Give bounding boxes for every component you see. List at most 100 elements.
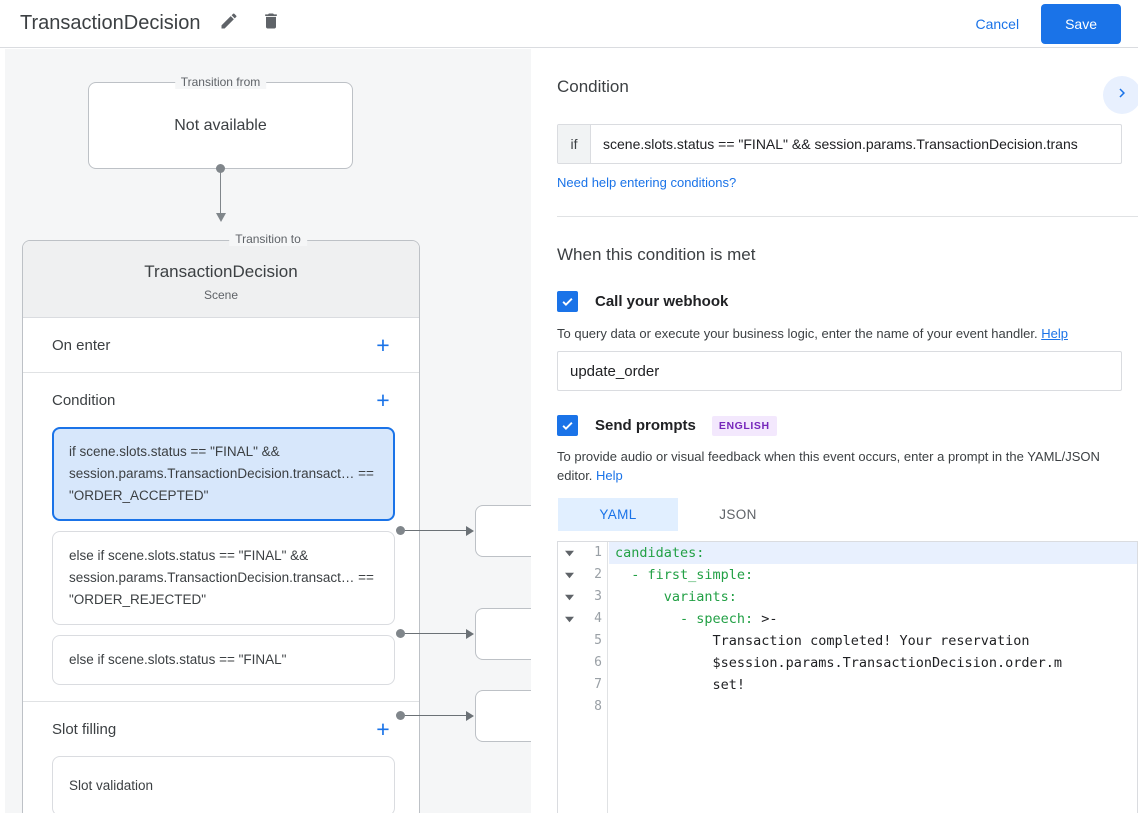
add-on-enter-button[interactable]: + xyxy=(376,331,390,358)
branch-line-1 xyxy=(405,530,467,531)
fold-arrow-icon[interactable] xyxy=(558,564,580,586)
language-badge: ENGLISH xyxy=(711,415,777,436)
code-line xyxy=(609,696,1137,718)
code-token-plain: Transaction completed! Your reservation xyxy=(615,633,1030,649)
code-line: $session.params.TransactionDecision.orde… xyxy=(609,652,1137,674)
connector-dot xyxy=(216,164,225,173)
code-line: - first_simple: xyxy=(609,564,1137,586)
code-token-key: - speech: xyxy=(615,611,754,627)
line-number: 6 xyxy=(594,655,602,670)
condition-list-item[interactable]: else if scene.slots.status == "FINAL" &&… xyxy=(52,531,395,625)
line-number: 5 xyxy=(594,633,602,648)
save-button[interactable]: Save xyxy=(1041,3,1121,44)
editor-code-area[interactable]: candidates: - first_simple: variants: - … xyxy=(609,542,1137,813)
need-help-link[interactable]: Need help entering conditions? xyxy=(557,175,737,190)
cancel-button[interactable]: Cancel xyxy=(963,7,1031,41)
section-divider xyxy=(557,216,1138,217)
transition-from-value: Not available xyxy=(174,116,267,134)
line-number: 8 xyxy=(594,699,602,714)
tab-json[interactable]: JSON xyxy=(719,507,757,522)
branch-dot-2 xyxy=(396,629,405,638)
tab-yaml[interactable]: YAML xyxy=(558,498,678,531)
if-label: if xyxy=(558,125,591,163)
yaml-editor[interactable]: 1 2 3 4 5 6 7 8 candidates: - first_simp… xyxy=(557,541,1138,813)
prompts-checkbox-row: Send prompts ENGLISH xyxy=(557,415,777,436)
branch-arrow-icon-1 xyxy=(466,526,474,536)
branch-target-box-2[interactable] xyxy=(475,608,531,660)
code-token-plain: $session.params.TransactionDecision.orde… xyxy=(615,655,1063,671)
pencil-icon xyxy=(219,11,239,36)
edit-title-button[interactable] xyxy=(214,9,244,39)
branch-line-3 xyxy=(405,715,467,716)
line-number: 3 xyxy=(594,589,602,604)
transition-from-card[interactable]: Transition from Not available xyxy=(88,75,353,169)
code-line: - speech: >- xyxy=(609,608,1137,630)
code-line: set! xyxy=(609,674,1137,696)
branch-arrow-icon-2 xyxy=(466,629,474,639)
branch-target-box-3[interactable] xyxy=(475,690,531,742)
delete-button[interactable] xyxy=(256,9,286,39)
section-title-slot-filling: Slot filling xyxy=(52,720,117,738)
prompts-label: Send prompts xyxy=(595,417,696,434)
check-icon xyxy=(562,298,573,306)
webhook-checkbox-row: Call your webhook xyxy=(557,291,728,312)
section-title-on-enter: On enter xyxy=(52,336,111,354)
scene-header[interactable]: TransactionDecision Scene xyxy=(23,241,419,318)
webhook-handler-input[interactable] xyxy=(557,351,1122,391)
webhook-help-link[interactable]: Help xyxy=(1041,326,1068,341)
add-slot-filling-button[interactable]: + xyxy=(376,715,390,742)
section-title-condition: Condition xyxy=(52,391,116,409)
webhook-helper-text: To query data or execute your business l… xyxy=(557,324,1117,343)
scene-card: TransactionDecision Scene On enter + Con… xyxy=(22,240,420,813)
prompts-helper-copy: To provide audio or visual feedback when… xyxy=(557,449,1100,483)
code-token-key: variants: xyxy=(615,589,737,605)
divider-condition xyxy=(23,701,419,702)
branch-dot-1 xyxy=(396,526,405,535)
branch-dot-3 xyxy=(396,711,405,720)
left-edge-strip xyxy=(0,49,5,813)
check-icon xyxy=(562,422,573,430)
fold-arrow-icon[interactable] xyxy=(558,542,580,564)
add-condition-button[interactable]: + xyxy=(376,386,390,413)
branch-line-2 xyxy=(405,633,467,634)
code-line: variants: xyxy=(609,586,1137,608)
divider-on-enter xyxy=(23,372,419,373)
code-token-key: - first_simple: xyxy=(615,567,754,583)
code-line: candidates: xyxy=(609,542,1137,564)
condition-input[interactable] xyxy=(591,125,1121,163)
condition-list-item[interactable]: if scene.slots.status == "FINAL" && sess… xyxy=(52,427,395,521)
code-token-plain: set! xyxy=(615,677,746,693)
editor-line-numbers: 1 2 3 4 5 6 7 8 xyxy=(580,542,608,813)
scene-graph-panel: Transition from Not available Transition… xyxy=(5,49,531,813)
page-title: TransactionDecision xyxy=(20,12,201,34)
scene-subtitle: Scene xyxy=(203,288,239,302)
fold-arrow-icon[interactable] xyxy=(558,586,580,608)
connector-arrow-icon xyxy=(216,213,226,222)
webhook-label: Call your webhook xyxy=(595,293,729,310)
line-number: 2 xyxy=(594,567,602,582)
expand-panel-button[interactable] xyxy=(1103,76,1138,114)
scene-name: TransactionDecision xyxy=(144,262,298,281)
app-header: TransactionDecision Cancel Save xyxy=(0,0,1138,48)
prompts-checkbox[interactable] xyxy=(557,415,578,436)
condition-list-item[interactable]: else if scene.slots.status == "FINAL" xyxy=(52,635,395,685)
branch-target-box-1[interactable] xyxy=(475,505,531,557)
webhook-checkbox[interactable] xyxy=(557,291,578,312)
fold-arrow-icon[interactable] xyxy=(558,608,580,630)
when-condition-met-heading: When this condition is met xyxy=(557,245,756,264)
editor-tabs: YAML JSON xyxy=(558,498,798,531)
prompts-help-link[interactable]: Help xyxy=(596,468,623,483)
prompts-helper-text: To provide audio or visual feedback when… xyxy=(557,447,1113,485)
section-slot-filling: Slot filling + xyxy=(23,702,419,756)
code-token-plain: >- xyxy=(753,611,778,627)
condition-input-row: if xyxy=(557,124,1122,164)
condition-section-header: Condition xyxy=(532,49,1138,97)
section-on-enter: On enter + xyxy=(23,318,419,372)
slot-validation-item[interactable]: Slot validation xyxy=(52,756,395,813)
connector-line xyxy=(220,169,221,217)
trash-icon xyxy=(261,11,281,36)
line-number: 1 xyxy=(594,545,602,560)
editor-fold-gutter xyxy=(558,542,580,813)
transition-to-legend: Transition to xyxy=(229,232,307,246)
line-number: 4 xyxy=(594,611,602,626)
